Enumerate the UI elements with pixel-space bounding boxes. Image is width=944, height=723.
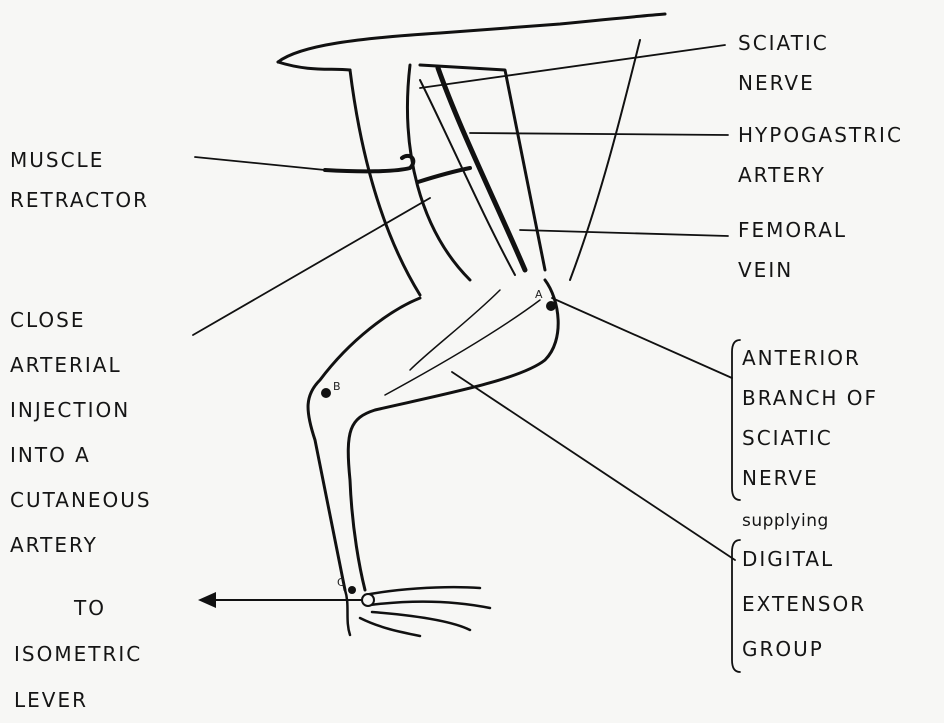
label-line: SCIATIC — [738, 23, 829, 63]
point-a-dot — [546, 301, 556, 311]
leader-retractor — [195, 157, 325, 170]
leader-anterior — [552, 298, 732, 378]
label-line: TO — [14, 585, 194, 631]
lever-attachment — [362, 594, 374, 606]
retractor-tip — [418, 168, 470, 182]
point-c-label: C — [337, 576, 345, 589]
label-line: DIGITAL — [742, 537, 866, 582]
leader-femoral — [520, 230, 728, 236]
close-arterial-injection-label: CLOSE ARTERIAL INJECTION INTO A CUTANEOU… — [10, 298, 152, 568]
leader-hypogastric — [470, 133, 728, 135]
muscle-retractor-label: MUSCLE RETRACTOR — [10, 140, 149, 220]
label-line: RETRACTOR — [10, 180, 149, 220]
thigh-inner-left — [408, 65, 471, 280]
digital-extensor-group-label: DIGITAL EXTENSOR GROUP — [742, 537, 866, 672]
label-line: ARTERY — [738, 155, 903, 195]
label-line: GROUP — [742, 627, 866, 672]
label-line: ANTERIOR — [742, 338, 878, 378]
point-b-label: B — [333, 380, 341, 393]
point-a-label: A — [535, 288, 543, 301]
shank-nerve — [385, 300, 540, 395]
isometric-lever-label: TO ISOMETRIC LEVER — [14, 585, 194, 723]
label-line: CUTANEOUS — [10, 478, 152, 523]
label-line: ARTERY — [10, 523, 152, 568]
leader-digital — [452, 372, 735, 560]
anterior-branch-label: ANTERIOR BRANCH OF SCIATIC NERVE — [742, 338, 878, 498]
label-line: BRANCH OF — [742, 378, 878, 418]
label-line: EXTENSOR — [742, 582, 866, 627]
thigh-outline-left — [350, 70, 420, 295]
label-line: ISOMETRIC — [14, 631, 194, 677]
hypogastric-artery-label: HYPOGASTRIC ARTERY — [738, 115, 903, 195]
label-line: FEMORAL — [738, 210, 847, 250]
point-b-dot — [321, 388, 331, 398]
body-right-outline — [570, 40, 640, 280]
label-line: ARTERIAL — [10, 343, 152, 388]
shank-vessel — [410, 290, 500, 370]
body-outline — [278, 14, 665, 62]
femoral-vein-label: FEMORAL VEIN — [738, 210, 847, 290]
label-line: MUSCLE — [10, 140, 149, 180]
shank-upper — [348, 280, 558, 590]
supplying-label: supplying — [742, 510, 829, 532]
point-c-dot — [348, 586, 356, 594]
label-line: INTO A — [10, 433, 152, 478]
sciatic-nerve-label: SCIATIC NERVE — [738, 23, 829, 103]
label-line: HYPOGASTRIC — [738, 115, 903, 155]
label-line: LEVER — [14, 677, 194, 723]
lever-arrow-head — [198, 592, 216, 608]
body-underline — [278, 62, 350, 70]
bracket-anterior — [732, 340, 740, 500]
label-line: VEIN — [738, 250, 847, 290]
label-line: SCIATIC — [742, 418, 878, 458]
label-line: INJECTION — [10, 388, 152, 433]
label-line: NERVE — [738, 63, 829, 103]
label-line: NERVE — [742, 458, 878, 498]
shank-lower — [308, 298, 420, 590]
label-line: CLOSE — [10, 298, 152, 343]
leader-injection — [193, 198, 430, 335]
